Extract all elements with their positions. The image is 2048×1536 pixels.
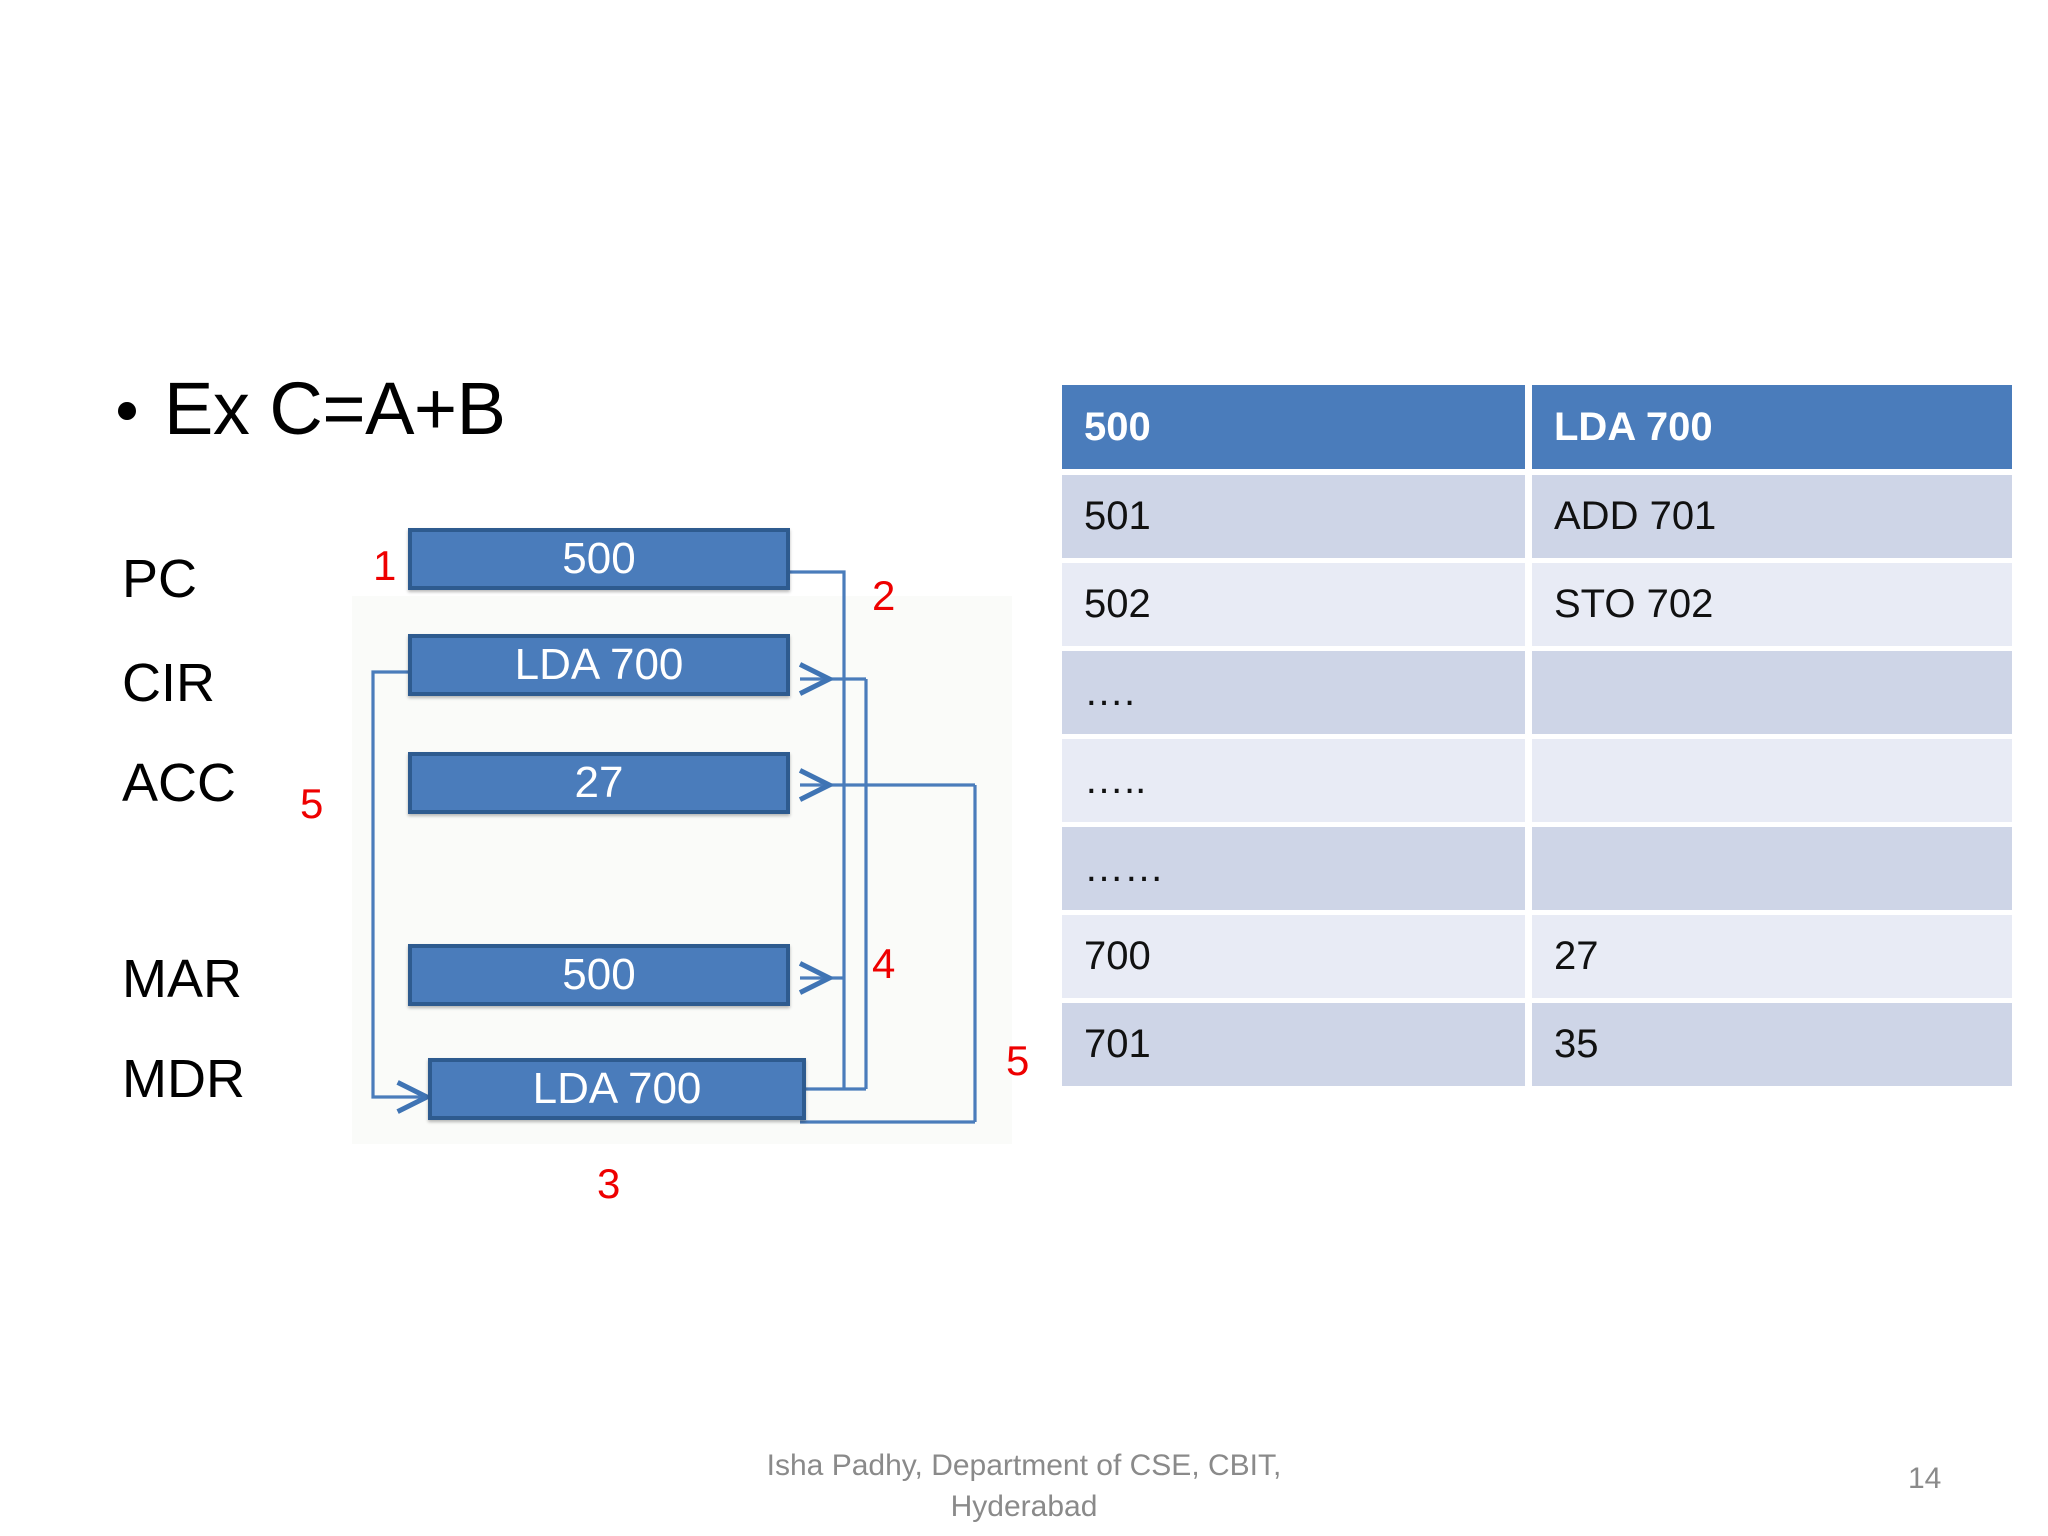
register-label-mar: MAR: [122, 949, 242, 1009]
table-row[interactable]: 501 ADD 701: [1062, 475, 2012, 563]
register-box-mdr[interactable]: LDA 700: [428, 1058, 806, 1120]
memory-table: 500 LDA 700 501 ADD 701 502 STO 702 …. ……: [1062, 385, 2012, 1086]
slide-title-row: Ex C=A+B: [118, 372, 506, 446]
page-number: 14: [1908, 1462, 1942, 1495]
register-box-acc[interactable]: 27: [408, 752, 790, 814]
cell-content: [1532, 827, 2012, 915]
step-number-1: 1: [373, 542, 397, 589]
cell-address: …..: [1062, 739, 1532, 827]
register-box-cir[interactable]: LDA 700: [408, 634, 790, 696]
step-number-5-left: 5: [300, 780, 324, 827]
table-row[interactable]: 700 27: [1062, 915, 2012, 1003]
cell-content: STO 702: [1532, 563, 2012, 651]
cell-address: 700: [1062, 915, 1532, 1003]
step-number-5-right: 5: [1006, 1037, 1030, 1084]
cell-address: ….: [1062, 651, 1532, 739]
cell-address: ……: [1062, 827, 1532, 915]
cell-content: ADD 701: [1532, 475, 2012, 563]
cell-address: 501: [1062, 475, 1532, 563]
cell-content: [1532, 651, 2012, 739]
step-number-3: 3: [597, 1160, 621, 1207]
table-row[interactable]: 502 STO 702: [1062, 563, 2012, 651]
register-label-pc: PC: [122, 549, 198, 609]
table-row[interactable]: 701 35: [1062, 1003, 2012, 1086]
step-number-4: 4: [872, 940, 896, 987]
step-number-2: 2: [872, 572, 896, 619]
register-box-pc[interactable]: 500: [408, 528, 790, 590]
table-header-address: 500: [1062, 385, 1532, 475]
footer-line-2: Hyderabad: [950, 1490, 1098, 1524]
register-box-mar[interactable]: 500: [408, 944, 790, 1006]
register-label-cir: CIR: [122, 653, 215, 713]
footer-line-1: Isha Padhy, Department of CSE, CBIT,: [766, 1449, 1282, 1482]
table-header-content: LDA 700: [1532, 385, 2012, 475]
cell-content: 35: [1532, 1003, 2012, 1086]
table-header-row: 500 LDA 700: [1062, 385, 2012, 475]
cell-content: 27: [1532, 915, 2012, 1003]
bullet-icon: [118, 402, 136, 420]
cell-content: [1532, 739, 2012, 827]
cell-address: 502: [1062, 563, 1532, 651]
table-row[interactable]: …..: [1062, 739, 2012, 827]
register-label-mdr: MDR: [122, 1049, 245, 1109]
cell-address: 701: [1062, 1003, 1532, 1086]
table-row[interactable]: ….: [1062, 651, 2012, 739]
page-title: Ex C=A+B: [164, 367, 506, 450]
register-label-acc: ACC: [122, 753, 237, 813]
table-row[interactable]: ……: [1062, 827, 2012, 915]
footer-attribution: Isha Padhy, Department of CSE, CBIT, Hyd…: [0, 1445, 2048, 1528]
